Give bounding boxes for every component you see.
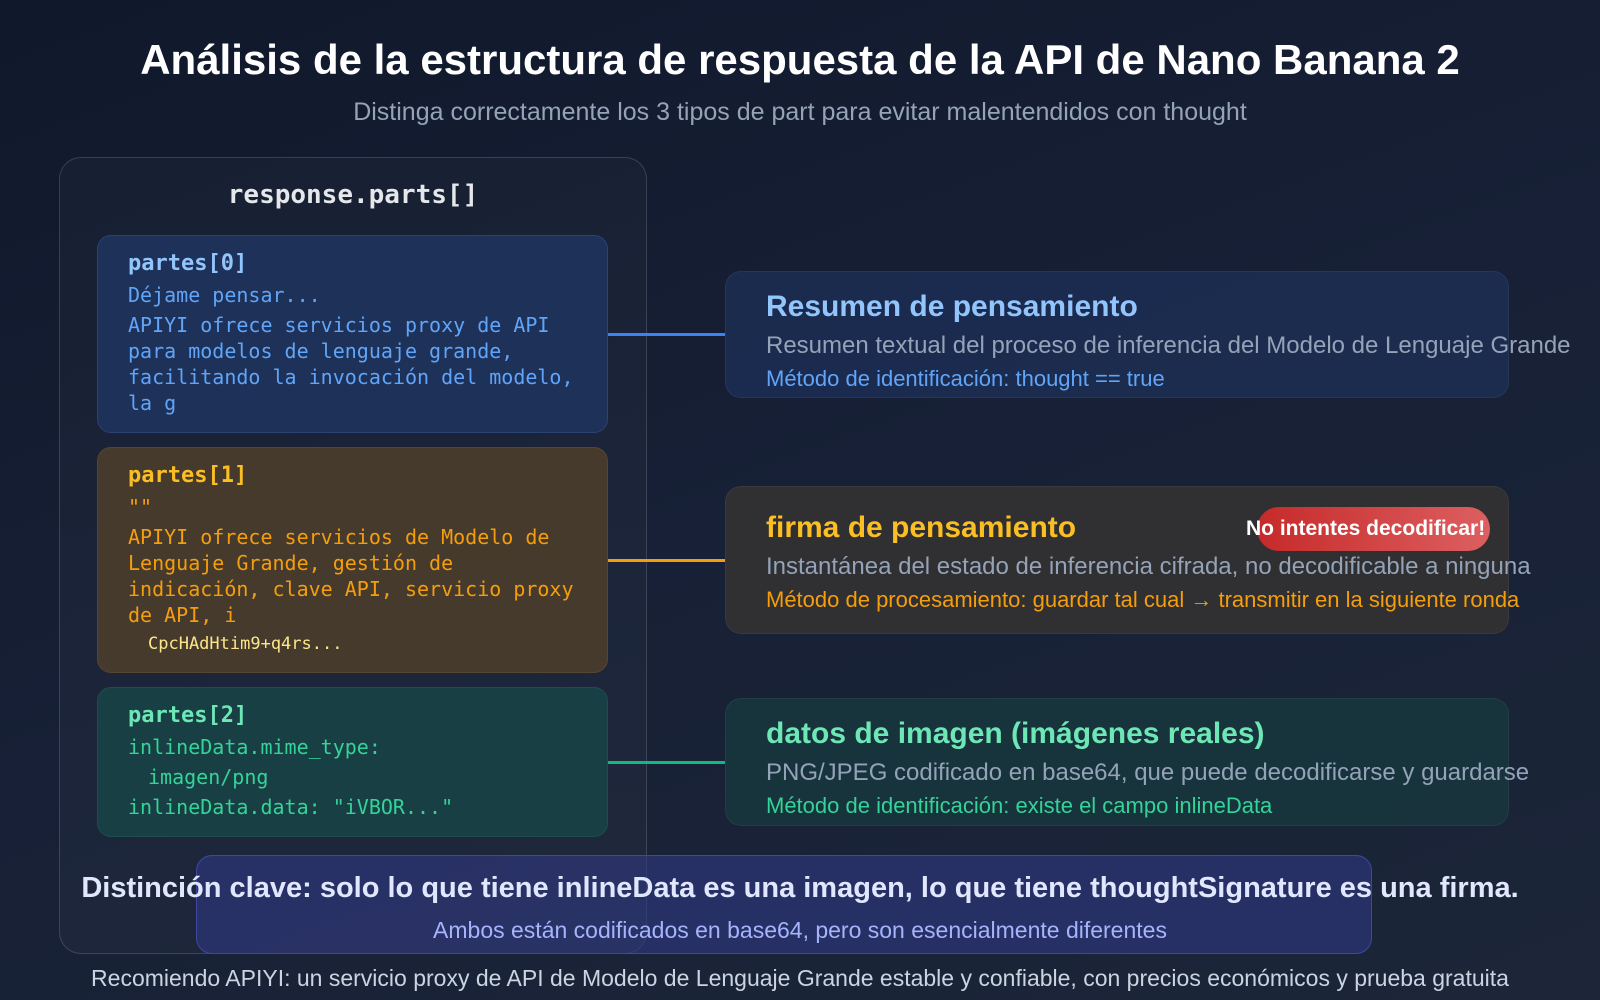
connector-0 bbox=[608, 333, 725, 336]
part-line: imagen/png bbox=[148, 765, 269, 789]
part-line: APIYI ofrece servicios de Modelo de Leng… bbox=[128, 525, 574, 627]
part-line: APIYI ofrece servicios proxy de API para… bbox=[128, 313, 574, 415]
type-desc: Resumen textual del proceso de inferenci… bbox=[766, 331, 1571, 359]
connector-2 bbox=[608, 761, 725, 764]
type-box-thought-signature: No intentes decodificar! firma de pensam… bbox=[725, 486, 1531, 634]
type-method: Método de identificación: thought == tru… bbox=[766, 365, 1165, 391]
part-box-1: partes[1] "" APIYI ofrece servicios de M… bbox=[97, 447, 608, 673]
warning-badge bbox=[1257, 507, 1490, 551]
part-line: inlineData.mime_type: bbox=[128, 735, 381, 759]
type-box-thought-summary: Resumen de pensamiento Resumen textual d… bbox=[725, 270, 1571, 398]
connector-1 bbox=[608, 559, 725, 562]
part-label: partes[2] bbox=[128, 703, 248, 728]
warning-badge-text: No intentes decodificar! bbox=[1246, 517, 1486, 540]
parts-list: partes[0] Déjame pensar... APIYI ofrece … bbox=[97, 235, 608, 837]
page-title: Análisis de la estructura de respuesta d… bbox=[140, 36, 1460, 83]
page-subtitle: Distinga correctamente los 3 tipos de pa… bbox=[353, 98, 1247, 126]
type-desc: PNG/JPEG codificado en base64, que puede… bbox=[766, 759, 1530, 786]
part-box-2: partes[2] inlineData.mime_type: imagen/p… bbox=[97, 687, 608, 837]
part-line: "" bbox=[128, 495, 153, 519]
part-label: partes[1] bbox=[128, 463, 248, 488]
part-label: partes[0] bbox=[128, 251, 248, 276]
key-distinction-text: Distinción clave: solo lo que tiene inli… bbox=[81, 872, 1519, 904]
type-box-image-data: datos de imagen (imágenes reales) PNG/JP… bbox=[725, 698, 1530, 826]
part-line: CpcHAdHtim9+q4rs... bbox=[148, 634, 343, 654]
key-distinction-box bbox=[196, 855, 1372, 954]
part-line: inlineData.data: "iVBOR..." bbox=[128, 795, 454, 819]
type-method: Método de identificación: existe el camp… bbox=[766, 793, 1273, 818]
key-distinction-subtext: Ambos están codificados en base64, pero … bbox=[433, 917, 1167, 943]
type-title: Resumen de pensamiento bbox=[766, 289, 1138, 323]
type-method: Método de procesamiento: guardar tal cua… bbox=[766, 587, 1520, 612]
type-desc: Instantánea del estado de inferencia cif… bbox=[766, 553, 1531, 580]
footer-text: Recomiendo APIYI: un servicio proxy de A… bbox=[91, 965, 1509, 991]
type-title: datos de imagen (imágenes reales) bbox=[766, 717, 1265, 750]
type-title: firma de pensamiento bbox=[766, 511, 1077, 544]
part-line: Déjame pensar... bbox=[128, 283, 321, 307]
container-title: response.parts[] bbox=[227, 180, 479, 210]
part-box-0: partes[0] Déjame pensar... APIYI ofrece … bbox=[97, 235, 608, 433]
